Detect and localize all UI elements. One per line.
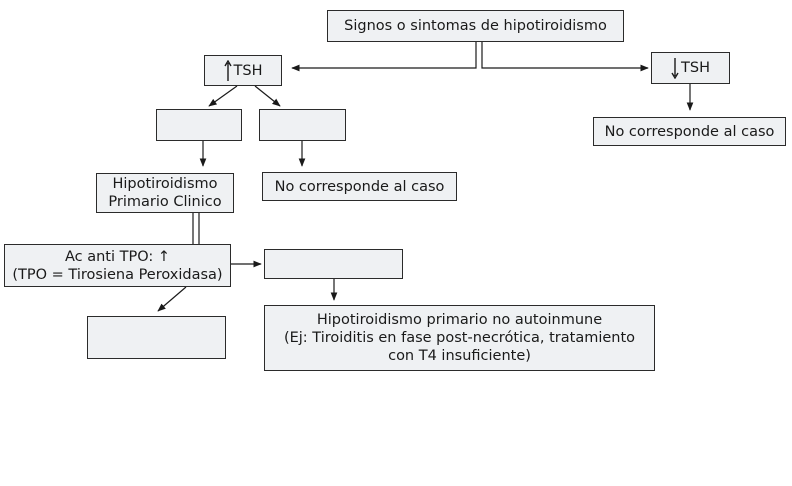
ac-anti-tpo-line-2: (TPO = Tirosiena Peroxidasa) bbox=[12, 266, 223, 283]
tsh-high-box: TSH bbox=[204, 55, 282, 86]
empty-box-c bbox=[264, 249, 403, 279]
empty-box-b bbox=[259, 109, 346, 141]
tsh-high-to-box-a bbox=[208, 85, 238, 107]
no-corresponde-mid-label: No corresponde al caso bbox=[274, 178, 445, 195]
tsh-low-box: TSH bbox=[651, 52, 730, 84]
root-box: Signos o sintomas de hipotiroidismo bbox=[327, 10, 624, 42]
ac-anti-tpo-line-1: Ac anti TPO: ↑ bbox=[64, 248, 171, 265]
root-connector-right bbox=[481, 42, 649, 72]
no-autoinmune-line-2: (Ej: Tiroiditis en fase post-necrótica, … bbox=[283, 330, 636, 346]
tsh-high-to-box-b bbox=[254, 85, 281, 107]
root-label: Signos o sintomas de hipotiroidismo bbox=[344, 18, 607, 34]
no-autoinmune-box: Hipotiroidismo primario no autoinmune (E… bbox=[264, 305, 655, 371]
tsh-low-label: TSH bbox=[681, 60, 710, 76]
hipo-clinico-box: Hipotiroidismo Primario Clinico bbox=[96, 173, 234, 213]
empty-box-d bbox=[87, 316, 226, 359]
arrow-up-icon bbox=[223, 59, 232, 81]
hipo-clinico-line-1: Hipotiroidismo bbox=[112, 176, 218, 192]
tpo-to-box-d bbox=[157, 286, 187, 312]
empty-box-a bbox=[156, 109, 242, 141]
no-corresponde-right-box: No corresponde al caso bbox=[593, 117, 786, 146]
no-corresponde-mid-box: No corresponde al caso bbox=[262, 172, 457, 201]
hipo-clinico-line-2: Primario Clinico bbox=[108, 194, 222, 210]
no-corresponde-right-label: No corresponde al caso bbox=[604, 123, 775, 140]
no-autoinmune-line-1: Hipotiroidismo primario no autoinmune bbox=[316, 312, 603, 328]
ac-anti-tpo-box: Ac anti TPO: ↑ (TPO = Tirosiena Peroxida… bbox=[4, 244, 231, 287]
tsh-high-label: TSH bbox=[233, 62, 263, 79]
arrow-down-icon bbox=[671, 58, 679, 79]
no-autoinmune-line-3: con T4 insuficiente) bbox=[388, 348, 531, 364]
root-connector-left bbox=[291, 42, 477, 72]
